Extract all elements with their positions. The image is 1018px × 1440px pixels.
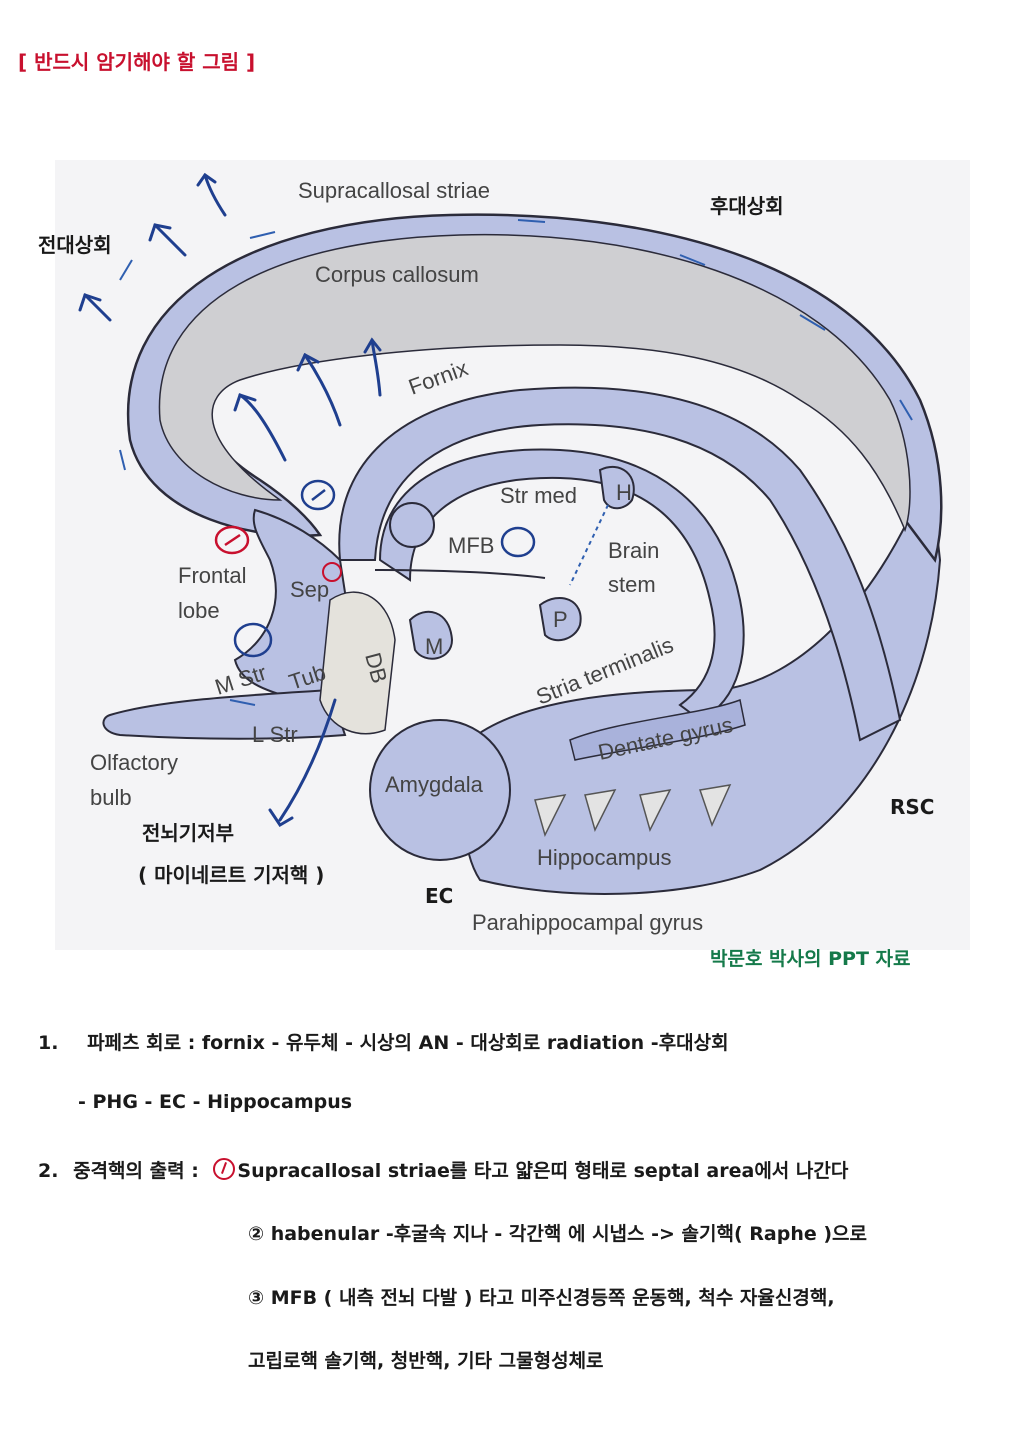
note-1-continuation: - PHG - EC - Hippocampus [78, 1091, 353, 1113]
circle-mark-3-blue [233, 622, 273, 658]
handwritten-arrows [78, 172, 382, 828]
label-basal-forebrain: 전뇌기저부 [142, 821, 234, 845]
label-hippocampus: Hippocampus [537, 845, 672, 870]
supracallosal-arrows [119, 219, 913, 706]
label-m: M [425, 634, 443, 659]
note-1: 1. 파페츠 회로 : fornix - 유두체 - 시상의 AN - 대상회로… [38, 1028, 729, 1055]
label-lobe: lobe [178, 598, 220, 623]
note-1-number: 1. [38, 1032, 59, 1054]
label-meynert: ( 마이네르트 기저핵 ) [138, 863, 324, 887]
label-supracallosal: Supracallosal striae [298, 178, 490, 203]
label-sep: Sep [290, 577, 329, 602]
label-rsc: RSC [890, 795, 934, 819]
pons-shape [538, 596, 582, 642]
label-l-str: L Str [252, 722, 298, 747]
label-anterior-cingulate: 전대상회 [38, 233, 112, 257]
page-title: [ 반드시 암기해야 할 그림 ] [18, 50, 256, 74]
parahippocampal-body [462, 469, 942, 895]
label-mfb: MFB [448, 533, 494, 558]
label-h: H [616, 480, 632, 505]
label-bulb: bulb [90, 785, 132, 810]
fornix-arch [338, 386, 902, 742]
corpus-callosum [158, 233, 911, 533]
note-1-text: 파페츠 회로 : fornix - 유두체 - 시상의 AN - 대상회로 ra… [87, 1032, 729, 1054]
note-2-item-4: 고립로핵 솔기핵, 청반핵, 기타 그물형성체로 [248, 1350, 604, 1372]
mfb-fiber [374, 569, 546, 579]
note-2-heading: 중격핵의 출력 : [73, 1160, 199, 1182]
label-stem: stem [608, 572, 656, 597]
note-2-number: 2. [38, 1160, 59, 1182]
mammillary-shape [408, 610, 454, 660]
anterior-nucleus-shape [389, 502, 435, 548]
label-ec: EC [425, 884, 453, 908]
note-2-item-3: ③ MFB ( 내측 전뇌 다발 ) 타고 미주신경등쪽 운동핵, 척수 자율신… [248, 1287, 835, 1309]
habenula-shape [598, 465, 635, 510]
dentate-band [569, 698, 746, 761]
label-corpus-callosum: Corpus callosum [315, 262, 479, 287]
circle-mark-2-red [322, 562, 342, 582]
label-olfactory: Olfactory [90, 750, 178, 775]
amygdala-shape [369, 719, 511, 861]
circle-mark-1-red [214, 525, 250, 555]
circled-one-red-icon [213, 1158, 236, 1180]
label-fornix: Fornix [405, 355, 471, 399]
olfactory-tract [102, 688, 347, 740]
hippocampal-output-arrows [534, 784, 732, 838]
label-p: P [553, 607, 568, 632]
figure-credit: 박문호 박사의 PPT 자료 [710, 948, 911, 970]
note-2-item-2: ② habenular -후굴속 지나 - 각간핵 에 시냅스 -> 솔기핵( … [248, 1223, 868, 1245]
limbic-diagram: Supracallosal striae Corpus callosum For… [38, 172, 943, 970]
label-posterior-cingulate: 후대상회 [710, 194, 784, 218]
circle-mark-1-blue [300, 479, 336, 511]
circle-mark-2-blue [500, 526, 536, 558]
label-frontal: Frontal [178, 563, 246, 588]
note-2: 2. 중격핵의 출력 : Supracallosal striae를 타고 얇은… [38, 1156, 848, 1183]
label-brain: Brain [608, 538, 659, 563]
habenula-to-pons-dotted [569, 504, 609, 586]
label-amygdala: Amygdala [385, 772, 484, 797]
label-str-med: Str med [500, 483, 577, 508]
note-2-item-1: Supracallosal striae를 타고 얇은띠 형태로 septal … [237, 1160, 849, 1182]
tub-db-area [319, 591, 396, 735]
label-parahippocampal: Parahippocampal gyrus [472, 910, 703, 935]
